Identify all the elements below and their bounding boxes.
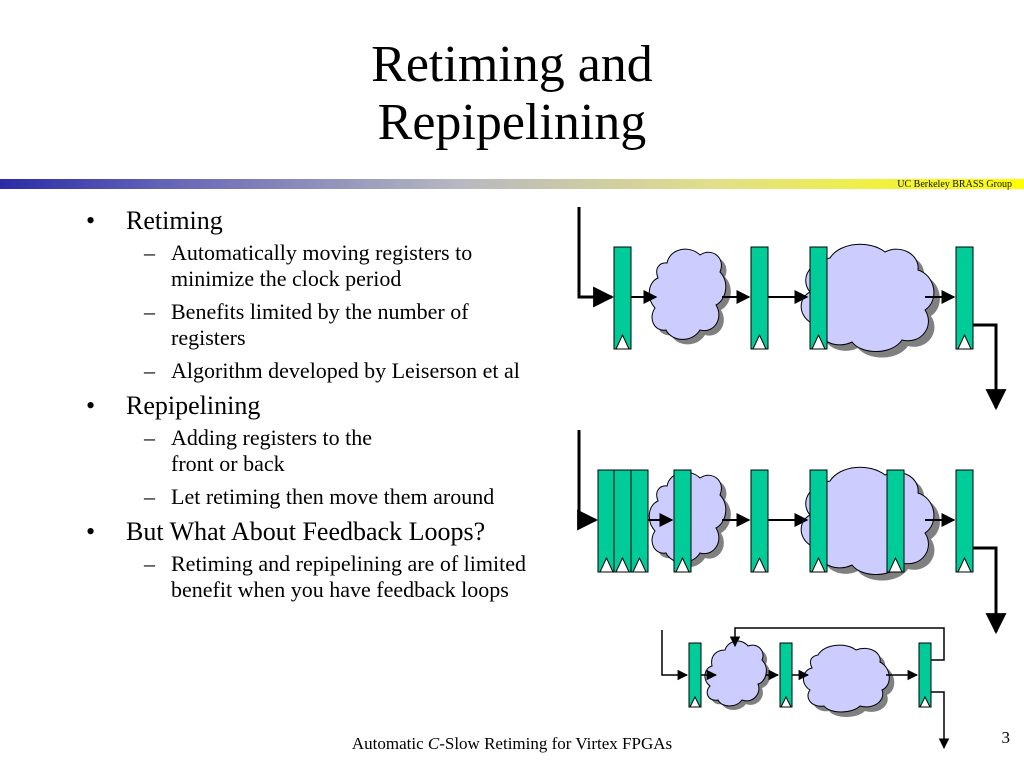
register-block-icon (809, 469, 828, 573)
bullet-list: Retiming – Automatically moving register… (86, 200, 646, 610)
output-wire (931, 691, 950, 750)
logic-cloud-icon (648, 248, 731, 345)
feedback-wire (729, 627, 945, 661)
sub-bullet-line: Automatically moving registers to (171, 240, 473, 265)
slide-title: Retiming and Repipelining (0, 36, 1024, 152)
logic-cloud-icon (800, 243, 940, 358)
register-block-icon (886, 469, 905, 573)
bullet-feedback-loops: But What About Feedback Loops? – Retimin… (86, 517, 646, 603)
sub-bullet-list: – Adding registers to the front or back … (126, 425, 646, 510)
dash-icon: – (144, 484, 155, 509)
sub-bullet: – Let retiming then move them around (126, 484, 646, 510)
dash-icon: – (144, 425, 155, 450)
logic-cloud-icon (803, 644, 895, 717)
sub-bullet-line: Adding registers to the (171, 425, 373, 450)
sub-bullet-line: Algorithm developed by Leiserson et al (171, 358, 520, 383)
retiming-diagram (577, 207, 1007, 411)
sub-bullet-line: Let retiming then move them around (171, 484, 495, 509)
footer-suffix: -Slow Retiming for Virtex FPGAs (439, 734, 673, 753)
output-wire (973, 323, 1007, 411)
register-block-icon (613, 469, 632, 573)
input-wire (577, 430, 599, 531)
register-block-icon (955, 469, 974, 573)
footer-italic: C (427, 734, 440, 753)
feedback-loop-diagram (661, 627, 950, 750)
sub-bullet-line: Retiming and repipelining are of limited (171, 551, 526, 576)
repipelining-diagram (577, 430, 1007, 635)
sub-bullet-line: registers (171, 325, 246, 350)
register-block-icon (597, 469, 616, 573)
register-block-icon (673, 469, 692, 573)
title-gradient-band (0, 179, 1024, 189)
slide-footer: Automatic C-Slow Retiming for Virtex FPG… (0, 734, 1024, 754)
register-block-icon (809, 246, 828, 350)
register-block-icon (613, 246, 632, 350)
register-block-icon (630, 469, 649, 573)
dash-icon: – (144, 551, 155, 576)
input-wire (661, 630, 689, 681)
dash-icon: – (144, 358, 155, 383)
bullet-text: But What About Feedback Loops? (126, 517, 486, 546)
register-block-icon (779, 642, 793, 708)
sub-bullet-list: – Retiming and repipelining are of limit… (126, 551, 646, 603)
register-block-icon (750, 246, 769, 350)
register-block-icon (688, 642, 702, 708)
dash-icon: – (144, 299, 155, 324)
sub-bullet-list: – Automatically moving registers to mini… (126, 240, 646, 384)
logic-cloud-icon (704, 640, 771, 710)
output-wire (973, 546, 1007, 635)
sub-bullet: – Algorithm developed by Leiserson et al (126, 358, 646, 384)
bullet-text: Retiming (126, 206, 223, 235)
sub-bullet: – Automatically moving registers to mini… (126, 240, 646, 292)
register-block-icon (750, 469, 769, 573)
register-block-icon (955, 246, 974, 350)
slide-title-line-1: Retiming and (371, 36, 653, 93)
sub-bullet-line: Benefits limited by the number of (171, 299, 469, 324)
page-number: 3 (1001, 728, 1011, 747)
bullet-text: Repipelining (126, 391, 261, 420)
sub-bullet-line: benefit when you have feedback loops (171, 577, 509, 602)
input-wire (577, 207, 615, 308)
slide-title-line-2: Repipelining (377, 94, 647, 151)
sub-bullet-line: minimize the clock period (171, 266, 402, 291)
bullet-repipelining: Repipelining – Adding registers to the f… (86, 391, 646, 510)
footer-prefix: Automatic (351, 734, 428, 753)
dash-icon: – (144, 240, 155, 265)
sub-bullet: – Retiming and repipelining are of limit… (126, 551, 646, 603)
register-block-icon (918, 642, 932, 708)
bullet-retiming: Retiming – Automatically moving register… (86, 206, 646, 384)
brand-label: UC Berkeley BRASS Group (897, 179, 1012, 190)
sub-bullet: – Adding registers to the front or back (126, 425, 646, 477)
sub-bullet: – Benefits limited by the number of regi… (126, 299, 646, 351)
sub-bullet-line: front or back (171, 451, 285, 476)
